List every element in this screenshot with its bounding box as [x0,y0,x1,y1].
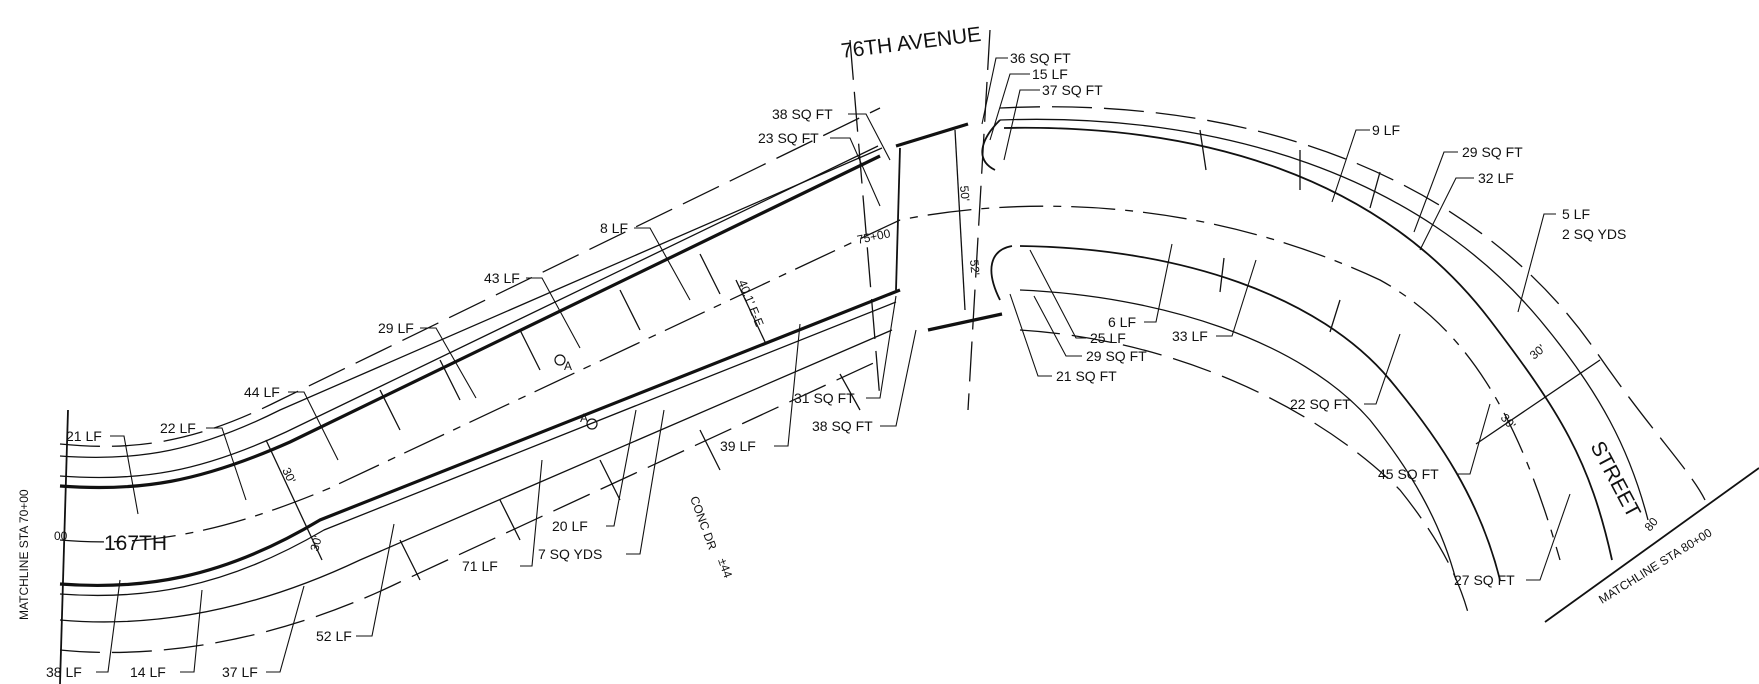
row-line-south [59,359,881,654]
label-15-lf: 15 LF [1032,66,1068,82]
label-39-lf: 39 LF [720,438,756,454]
label-29-sq-ft-ne: 29 SQ FT [1462,144,1523,160]
label-37-sq-ft: 37 SQ FT [1042,82,1103,98]
label-37-lf: 37 LF [222,664,258,680]
south-gutter-west [59,301,897,597]
row-line-north-east [999,106,1706,501]
label-29-sq-ft-s: 29 SQ FT [1086,348,1147,364]
conc-dr-note: CONC DR [687,494,719,552]
label-29-lf: 29 LF [378,320,414,336]
avenue-hatch-south [927,312,1003,332]
avenue-hatch-north [895,122,969,148]
dim-avenue-south-text: 52' [967,259,982,276]
label-44-lf: 44 LF [244,384,280,400]
north-gutter-west [59,145,879,479]
matchline-west: MATCHLINE STA 70+00 [17,489,31,620]
label-71-lf: 71 LF [462,558,498,574]
label-7-sq-yds: 7 SQ YDS [538,546,602,562]
avenue-name: 76TH AVENUE [840,23,983,63]
label-21-lf: 21 LF [66,428,102,444]
station-west-tick: 00 [54,529,68,543]
row-line-south-east [1019,329,1471,621]
callout-leaders [96,57,1571,673]
label-25-lf: 25 LF [1090,330,1126,346]
avenue-west-edge [895,147,901,291]
north-back-of-walk-east [999,118,1649,521]
label-9-lf: 9 LF [1372,122,1400,138]
south-back-of-walk-east [1019,289,1457,581]
north-back-of-walk [59,147,883,459]
label-5-lf: 5 LF [1562,206,1590,222]
avenue-row-east [967,29,991,411]
dim-street [735,279,767,345]
label-27-sq-ft: 27 SQ FT [1454,572,1515,588]
label-33-lf: 33 LF [1172,328,1208,344]
label-8-lf: 8 LF [600,220,628,236]
label-52-lf: 52 LF [316,628,352,644]
label-31-sq-ft: 31 SQ FT [794,390,855,406]
sidewalk-joints [379,129,1381,581]
label-38-lf: 38 LF [46,664,82,680]
label-32-lf: 32 LF [1478,170,1514,186]
south-back-of-walk-west [59,329,893,623]
label-22-sq-ft: 22 SQ FT [1290,396,1351,412]
street-name-west: 167TH [104,532,167,555]
marker-a2-circle [586,418,598,430]
dim-west [265,439,323,561]
station-mid: 75+00 [856,226,892,247]
label-2-sq-yds: 2 SQ YDS [1562,226,1626,242]
matchline-west-line [59,409,69,684]
road-linework [59,29,1759,684]
dim-avenue-north-text: 50' [957,185,972,202]
label-14-lf: 14 LF [130,664,166,680]
marker-a1: A [564,359,572,373]
label-20-lf: 20 LF [552,518,588,534]
avenue-row-west [849,39,881,401]
row-line-north [59,107,881,447]
label-21-sq-ft: 21 SQ FT [1056,368,1117,384]
north-curb-east [1003,126,1613,561]
dim-west-north-text: 30' [279,465,298,485]
station-east-tick: 80 [1642,514,1662,533]
south-curb-west [59,288,901,588]
label-36-sq-ft: 36 SQ FT [1010,50,1071,66]
matchline-east: MATCHLINE STA 80+00 [1596,525,1714,606]
label-22-lf: 22 LF [160,420,196,436]
marker-a2: A [580,411,588,425]
label-6-lf: 6 LF [1108,314,1136,330]
avenue-east-edge [981,119,1013,301]
label-23-sq-ft: 23 SQ FT [758,130,819,146]
marker-a1-circle [554,354,566,366]
dim-avenue [954,129,966,311]
dim-east-outer-text: 30' [1527,342,1548,363]
callout-labels: 36 SQ FT 15 LF 37 SQ FT 38 SQ FT 23 SQ F… [46,50,1626,680]
dim-east-inner-text: 30' [1498,411,1519,432]
label-38-sq-ft-north: 38 SQ FT [772,106,833,122]
label-43-lf: 43 LF [484,270,520,286]
matchline-east-line [1544,467,1759,623]
label-45-sq-ft: 45 SQ FT [1378,466,1439,482]
south-curb-east [1019,245,1501,581]
dim-east [1475,359,1601,445]
dim-west-south-text: 30' [307,534,325,553]
conc-dr-qty: ±44 [715,556,735,580]
centerline [59,205,1561,561]
label-38-sq-ft-south: 38 SQ FT [812,418,873,434]
